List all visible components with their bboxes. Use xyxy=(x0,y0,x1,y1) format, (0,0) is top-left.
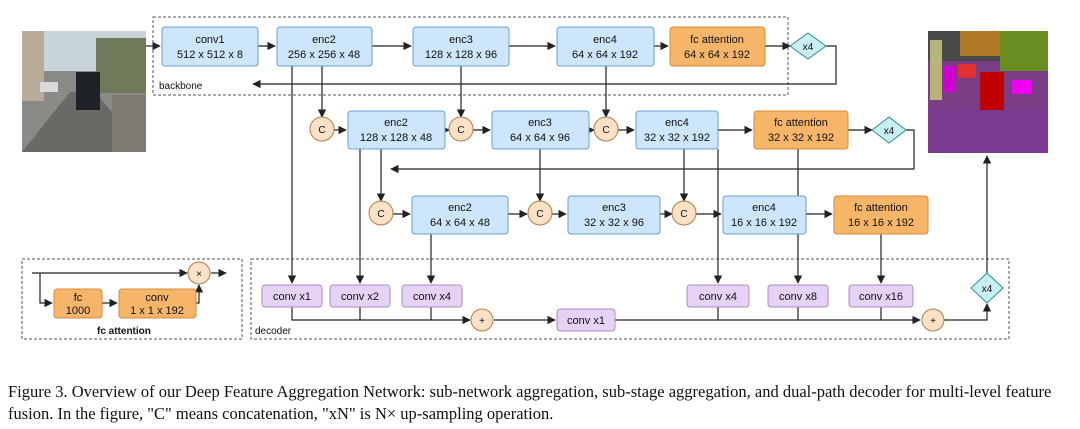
block-name: enc2 xyxy=(384,117,408,129)
svg-text:×: × xyxy=(196,269,202,280)
block-dims: 64 x 64 x 96 xyxy=(510,132,570,144)
concat-s2-b: C xyxy=(448,116,474,142)
decoder-conv-x4-a: conv x4 xyxy=(401,284,463,308)
block-s3-fc-attention: fc attention 16 x 16 x 192 xyxy=(833,195,929,235)
decoder-conv-x16: conv x16 xyxy=(848,284,914,308)
block-name: fc attention xyxy=(774,117,828,129)
upsample-s2: x4 xyxy=(871,116,907,144)
block-s2-fc-attention: fc attention 32 x 32 x 192 xyxy=(753,110,849,150)
output-segmentation xyxy=(928,31,1048,153)
decoder-conv-x8: conv x8 xyxy=(767,284,829,308)
figure-caption: Figure 3. Overview of our Deep Feature A… xyxy=(8,382,1052,423)
block-s2-enc2: enc2 128 x 128 x 48 xyxy=(347,110,446,150)
svg-text:conv x4: conv x4 xyxy=(413,291,451,303)
decoder-region xyxy=(250,258,1010,340)
svg-text:+: + xyxy=(479,316,485,327)
upsample-label: x4 xyxy=(884,126,895,137)
svg-text:C: C xyxy=(377,209,384,220)
svg-text:conv x16: conv x16 xyxy=(859,291,903,303)
block-s3-enc2: enc2 64 x 64 x 48 xyxy=(411,195,509,235)
concat-s3-b: C xyxy=(527,200,553,226)
svg-text:conv x1: conv x1 xyxy=(273,291,311,303)
block-s2-enc4: enc4 32 x 32 x 192 xyxy=(635,110,719,150)
svg-text:C: C xyxy=(536,209,543,220)
svg-text:C: C xyxy=(680,209,687,220)
decoder-plus-a: + xyxy=(470,308,494,332)
block-dims: 128 x 128 x 48 xyxy=(360,132,432,144)
concat-s2-c: C xyxy=(593,116,619,142)
block-bb-fc-attention: fc attention 64 x 64 x 192 xyxy=(669,26,766,67)
input-image xyxy=(22,31,146,152)
svg-text:conv: conv xyxy=(145,292,169,304)
block-bb-enc3: enc3 128 x 128 x 96 xyxy=(412,26,510,67)
svg-text:C: C xyxy=(457,125,464,136)
svg-text:conv x4: conv x4 xyxy=(699,291,737,303)
svg-text:conv x8: conv x8 xyxy=(779,291,817,303)
backbone-region xyxy=(152,16,789,96)
block-bb-enc2: enc2 256 x 256 x 48 xyxy=(276,26,373,67)
svg-text:C: C xyxy=(602,125,609,136)
block-dims: 128 x 128 x 96 xyxy=(425,49,497,61)
svg-text:fc: fc xyxy=(74,292,83,304)
block-name: enc3 xyxy=(602,202,626,214)
block-name: enc4 xyxy=(665,117,689,129)
upsample-decoder: x4 xyxy=(970,272,1004,304)
block-dims: 16 x 16 x 192 xyxy=(848,217,914,229)
svg-text:+: + xyxy=(930,316,936,327)
block-dims: 64 x 64 x 192 xyxy=(572,49,638,61)
svg-text:conv x2: conv x2 xyxy=(341,291,379,303)
svg-text:C: C xyxy=(318,125,325,136)
upsample-label: x4 xyxy=(982,284,993,295)
block-name: enc4 xyxy=(752,202,776,214)
block-s3-enc3: enc3 32 x 32 x 96 xyxy=(567,195,661,235)
fc-attention-legend-region xyxy=(21,258,243,340)
block-dims: 32 x 32 x 96 xyxy=(584,217,644,229)
concat-s2-a: C xyxy=(309,116,335,142)
block-dims: 32 x 32 x 192 xyxy=(768,132,834,144)
block-dims: 32 x 32 x 192 xyxy=(644,132,710,144)
block-bb-enc4: enc4 64 x 64 x 192 xyxy=(556,26,655,67)
svg-text:1 x 1 x 192: 1 x 1 x 192 xyxy=(130,305,184,317)
block-dims: 512 x 512 x 8 xyxy=(177,49,243,61)
block-name: enc2 xyxy=(312,34,336,46)
legend-multiply: × xyxy=(187,261,211,285)
concat-s3-a: C xyxy=(368,200,394,226)
decoder-conv-x1-a: conv x1 xyxy=(261,284,323,308)
block-name: enc4 xyxy=(593,34,617,46)
block-name: conv1 xyxy=(195,34,224,46)
backbone-label: backbone xyxy=(159,81,203,92)
block-name: enc3 xyxy=(449,34,473,46)
svg-text:conv x1: conv x1 xyxy=(567,315,605,327)
block-name: enc2 xyxy=(448,202,472,214)
block-s3-enc4: enc4 16 x 16 x 192 xyxy=(722,195,807,235)
decoder-conv-x4-b: conv x4 xyxy=(686,284,750,308)
decoder-plus-b: + xyxy=(921,308,945,332)
block-conv1: conv1 512 x 512 x 8 xyxy=(161,26,259,67)
decoder-label: decoder xyxy=(255,326,292,337)
block-dims: 64 x 64 x 192 xyxy=(684,49,750,61)
fc-attention-legend-label: fc attention xyxy=(97,326,151,337)
decoder-conv-x1-b: conv x1 xyxy=(556,308,616,332)
block-name: enc3 xyxy=(528,117,552,129)
block-name: fc attention xyxy=(690,34,744,46)
svg-text:1000: 1000 xyxy=(66,305,90,317)
block-s2-enc3: enc3 64 x 64 x 96 xyxy=(491,110,590,150)
legend-fc: fc 1000 xyxy=(53,288,103,319)
block-dims: 64 x 64 x 48 xyxy=(430,217,490,229)
upsample-label: x4 xyxy=(803,42,814,53)
upsample-bb: x4 xyxy=(789,32,827,60)
block-name: fc attention xyxy=(854,202,908,214)
legend-conv: conv 1 x 1 x 192 xyxy=(118,288,197,319)
block-dims: 256 x 256 x 48 xyxy=(288,49,360,61)
concat-s3-c: C xyxy=(671,200,697,226)
decoder-conv-x2: conv x2 xyxy=(329,284,391,308)
block-dims: 16 x 16 x 192 xyxy=(731,217,797,229)
